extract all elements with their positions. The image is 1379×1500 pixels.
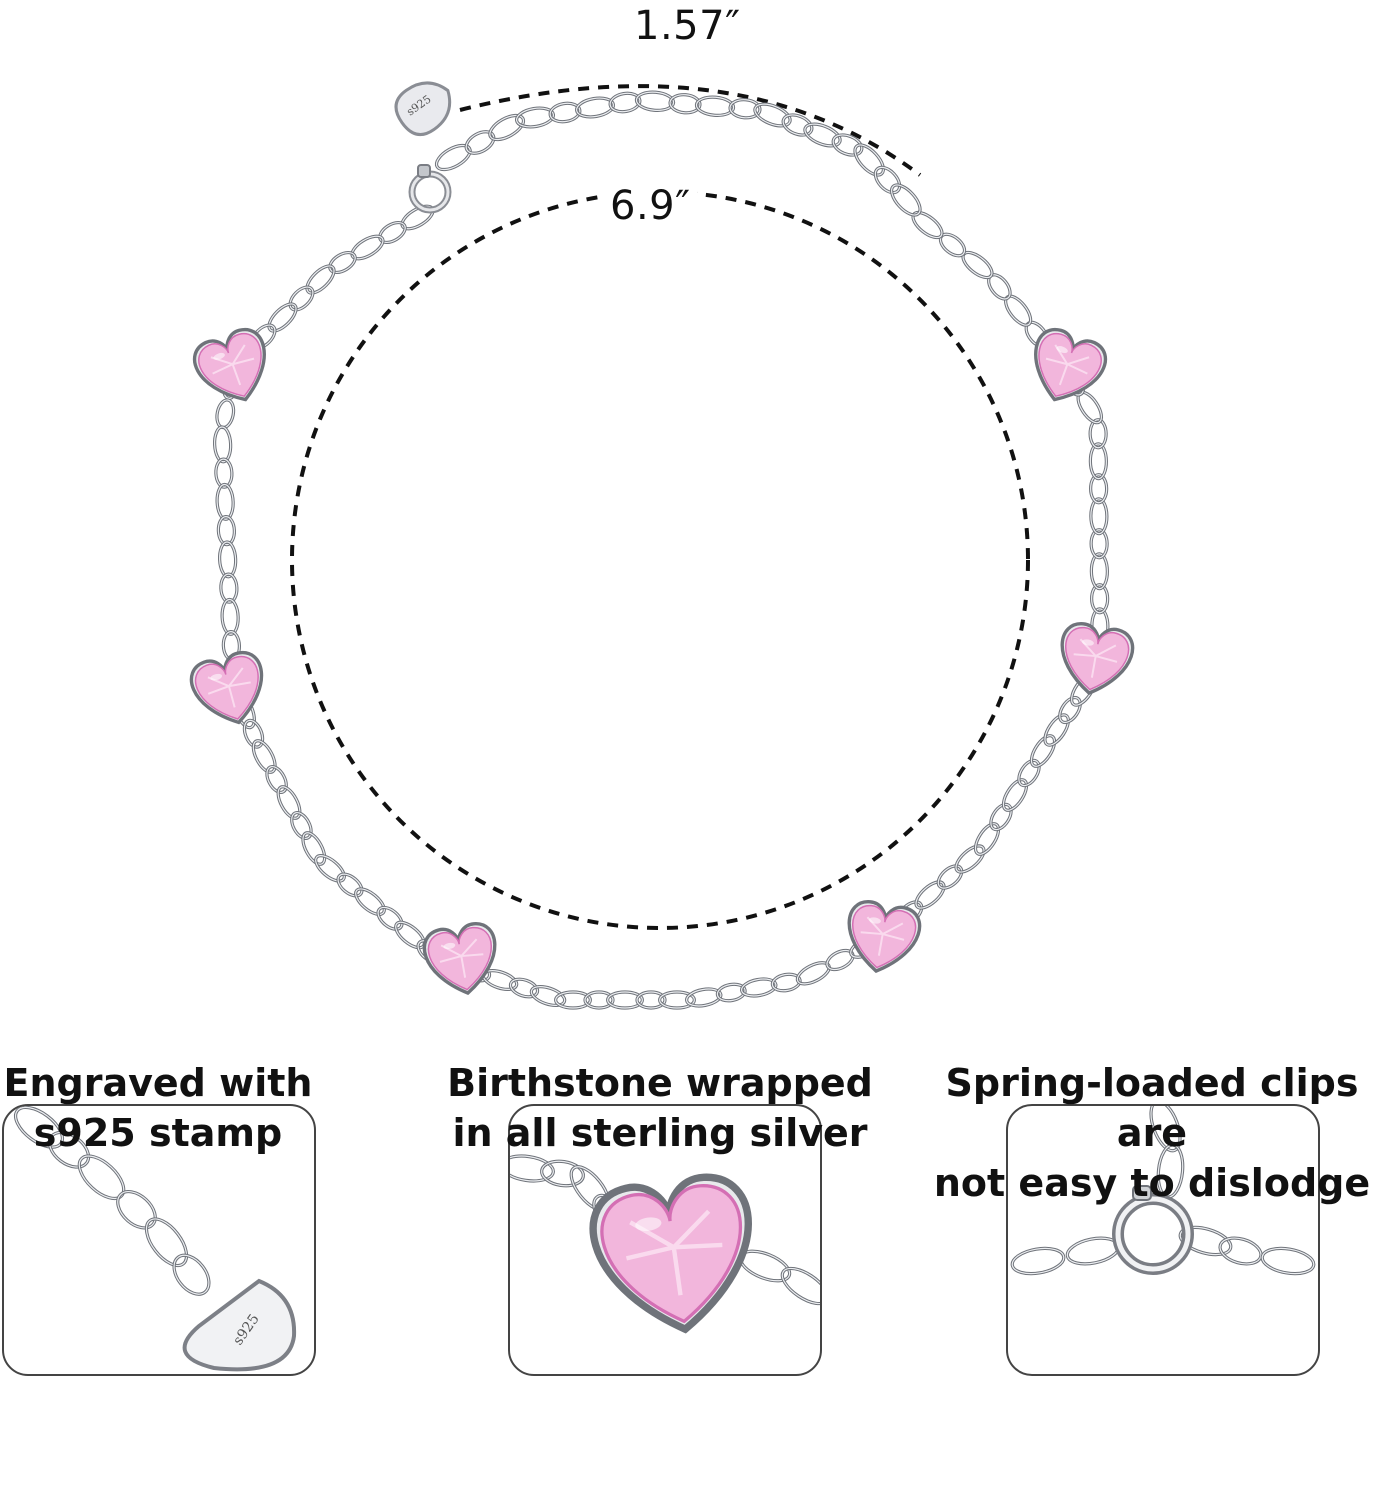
bracelet-chain — [212, 204, 1110, 1010]
spring-clasp — [408, 164, 452, 214]
stamp-detail-panel: s925 — [2, 1104, 316, 1376]
caption-clasp: Spring-loaded clips are not easy to disl… — [932, 1058, 1372, 1208]
extender-length-label: 1.57″ — [628, 2, 747, 50]
clasp-detail-image — [1010, 1106, 1316, 1276]
extender-chain — [434, 90, 922, 217]
heart-gems — [189, 327, 1135, 996]
birthstone-detail-image — [510, 1154, 820, 1334]
caption-stamp: Engraved with s925 stamp — [0, 1058, 378, 1158]
clasp-detail-panel — [1006, 1104, 1320, 1376]
caption-birthstone-line1: Birthstone wrapped — [447, 1061, 873, 1105]
caption-stamp-line2: s925 stamp — [33, 1111, 283, 1155]
s925-tag — [394, 81, 452, 137]
extender-measure-dash — [459, 84, 922, 177]
bracelet-illustration: s925 — [189, 81, 1135, 1010]
bracelet-length-label: 6.9″ — [604, 182, 697, 230]
bracelet-measure-dash — [290, 190, 1030, 930]
birthstone-detail-panel — [508, 1104, 822, 1376]
caption-birthstone-line2: in all sterling silver — [452, 1111, 868, 1155]
caption-clasp-line1: Spring-loaded clips are — [945, 1061, 1359, 1155]
caption-clasp-line2: not easy to dislodge — [933, 1161, 1371, 1205]
caption-stamp-line1: Engraved with — [3, 1061, 313, 1105]
caption-birthstone: Birthstone wrapped in all sterling silve… — [440, 1058, 880, 1158]
stamp-detail-image: s925 — [14, 1106, 297, 1372]
